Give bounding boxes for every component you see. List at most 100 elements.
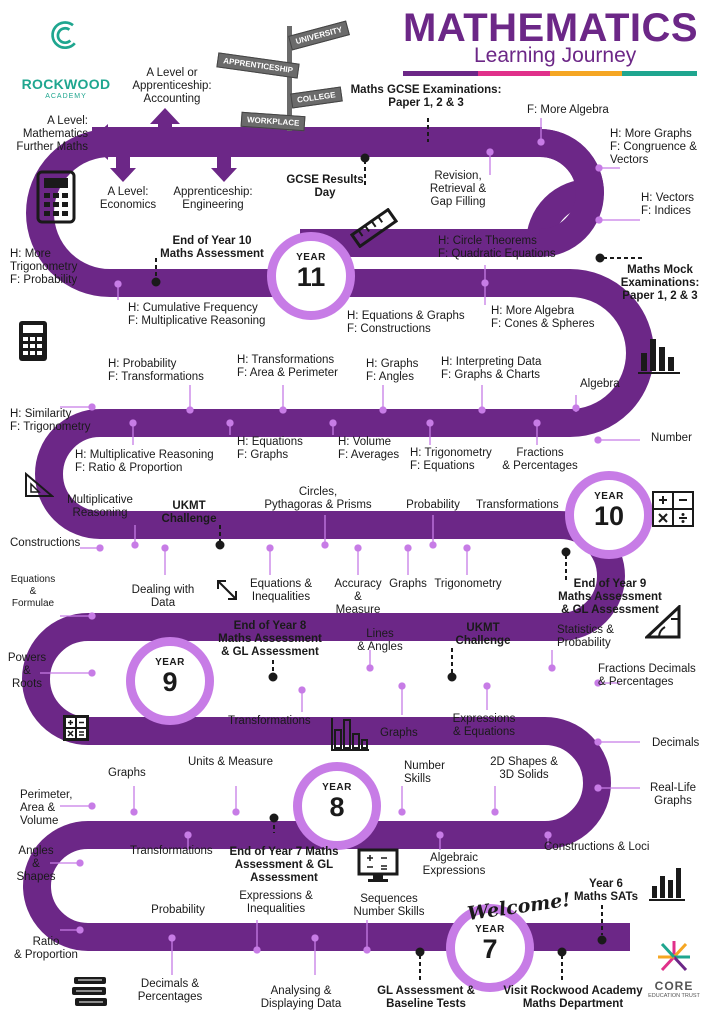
bar-chart-icon (638, 339, 680, 374)
label-frac-dec: Fractions Decimals& Percentages (598, 663, 696, 688)
stripe-pink (478, 71, 550, 76)
label-number: Number (651, 432, 692, 444)
label-app-eng: Apprenticeship:Engineering (173, 186, 253, 211)
label-decimals: Decimals (652, 737, 700, 749)
sign-university: UNIVERSITY (288, 20, 350, 51)
year-label: YEAR (475, 924, 505, 935)
page-title: MATHEMATICS (403, 6, 699, 50)
stripe-teal (622, 71, 697, 76)
year-number: 11 (296, 262, 326, 292)
label-transformations8: Transformations (228, 715, 311, 727)
label-stats-prob: Statistics &Probability (557, 624, 614, 649)
trust-sub: EDUCATION TRUST (648, 993, 700, 999)
trust-name: CORE (654, 979, 694, 993)
sign-college: COLLEGE (290, 86, 343, 109)
label-gl-baseline: GL Assessment &Baseline Tests (377, 985, 475, 1010)
year-7-badge: YEAR 7 (446, 904, 534, 992)
label-fractions-pct: Fractions& Percentages (502, 447, 578, 472)
label-eq-ineq9: Equations &Inequalities (249, 578, 313, 603)
label-alevel-econ: A Level:Economics (99, 186, 157, 211)
label-graphs7top: Graphs (108, 767, 146, 779)
year-number: 10 (593, 501, 625, 531)
label-constructions-loci: Constructions & Loci (544, 841, 650, 853)
label-constructions: Constructions (10, 537, 81, 549)
label-eq-formulae: Equations&Formulae (10, 574, 56, 609)
core-star-icon (658, 941, 690, 972)
stripe-purple (403, 71, 478, 76)
books-icon (72, 977, 107, 1006)
label-shapes2d3d: 2D Shapes &3D Solids (490, 756, 558, 781)
bar-chart-icon (331, 718, 369, 751)
diagonal-arrow-icon (217, 580, 237, 600)
year-number: 9 (162, 667, 178, 697)
label-powers-roots: Powers&Roots (7, 652, 47, 690)
calculator-icon (19, 321, 47, 361)
label-circles: Circles,Pythagoras & Prisms (264, 486, 372, 511)
school-name: ROCKWOOD (21, 76, 111, 92)
logo-ring-icon (51, 21, 76, 49)
label-units: Units & Measure (188, 756, 274, 768)
year-label: YEAR (594, 491, 624, 502)
year-label: YEAR (296, 252, 326, 263)
signpost: UNIVERSITY APPRENTICESHIP COLLEGE WORKPL… (215, 14, 365, 134)
page-subtitle: Learning Journey (474, 44, 637, 67)
year-number: 8 (329, 792, 345, 822)
label-ratio: Ratio& Proportion (14, 936, 78, 961)
calculator-icon (36, 170, 76, 224)
label-graphs9: Graphs (389, 578, 427, 590)
calculator-keys-icon (63, 715, 89, 741)
label-transformations7: Transformations (130, 845, 213, 857)
ruler-icon (350, 208, 398, 248)
operations-icon (652, 491, 694, 527)
rockwood-logo: ROCKWOOD ACADEMY (18, 14, 114, 106)
sign-workplace: WORKPLACE (240, 111, 306, 132)
label-revision: Revision,Retrieval &Gap Filling (429, 170, 487, 208)
label-probability9: Probability (406, 499, 460, 511)
signpost-pole (287, 26, 292, 131)
year-9-badge: YEAR 9 (126, 637, 214, 725)
road-path (22, 129, 654, 951)
year-label: YEAR (155, 657, 185, 668)
label-transformations9: Transformations (476, 499, 559, 511)
label-algebra: Algebra (580, 378, 620, 390)
label-graphs8: Graphs (380, 727, 418, 739)
core-logo: CORE EDUCATION TRUST (646, 940, 702, 999)
label-analysing: Analysing &Displaying Data (260, 985, 342, 1010)
stripe-orange (550, 71, 622, 76)
monitor-icon (357, 848, 399, 882)
label-trigonometry9: Trigonometry (434, 578, 502, 590)
